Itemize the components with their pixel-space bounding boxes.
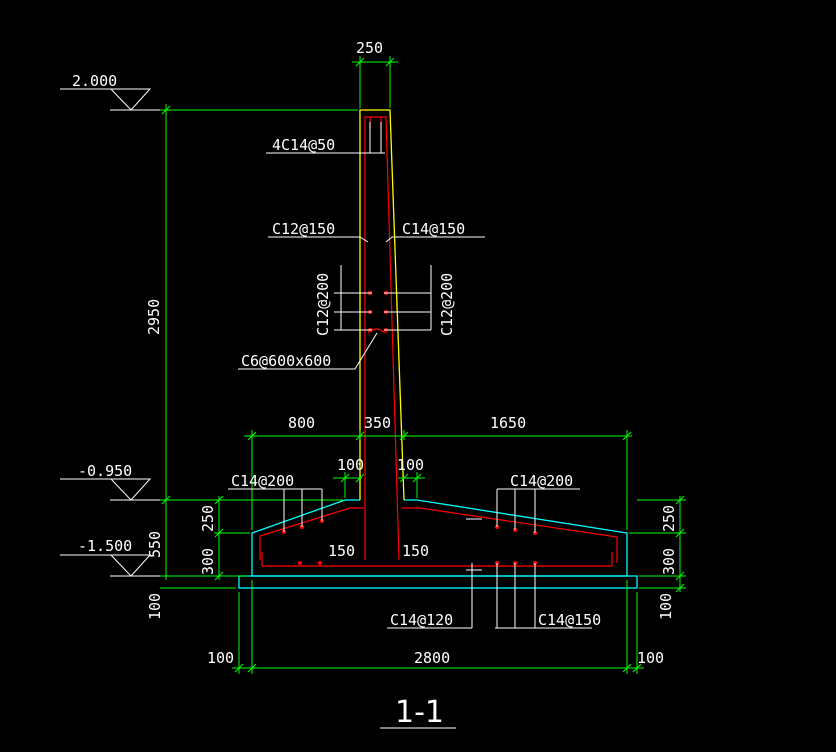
dim-cover-right: 100 bbox=[637, 649, 664, 667]
section-title: 1-1 bbox=[395, 695, 444, 730]
dim-inner-left: 150 bbox=[328, 542, 355, 560]
dim-base-total-left: 550 bbox=[146, 531, 164, 558]
dim-base-lower-left: 300 bbox=[199, 548, 217, 575]
label-dist-right: C12@200 bbox=[438, 273, 456, 336]
dim-inner-right: 150 bbox=[402, 542, 429, 560]
dim-base-upper-left: 250 bbox=[199, 505, 217, 532]
elevation-markers bbox=[60, 88, 160, 577]
dimension-lines bbox=[160, 56, 686, 674]
wall-outline bbox=[359, 109, 405, 501]
dim-base-lower-right: 300 bbox=[660, 548, 678, 575]
label-bottom-right: C14@150 bbox=[538, 611, 601, 629]
leader-lines bbox=[228, 122, 592, 729]
elevation-top: 2.000 bbox=[72, 72, 117, 90]
dim-wall-base-width: 350 bbox=[364, 414, 391, 432]
base-outline bbox=[238, 499, 638, 589]
elevation-mid: -0.950 bbox=[78, 462, 132, 480]
dim-haunch-left: 100 bbox=[337, 456, 364, 474]
blinding-layer bbox=[238, 575, 638, 589]
label-ties: C6@600x600 bbox=[241, 352, 331, 370]
dim-cover-left: 100 bbox=[207, 649, 234, 667]
label-wall-right: C14@150 bbox=[402, 220, 465, 238]
dim-base-upper-right: 250 bbox=[660, 505, 678, 532]
dim-wall-height: 2950 bbox=[145, 299, 163, 335]
rebar-cage bbox=[259, 116, 618, 567]
dim-footing-width: 2800 bbox=[414, 649, 450, 667]
label-wall-left: C12@150 bbox=[272, 220, 335, 238]
label-heel-top: C14@200 bbox=[510, 472, 573, 490]
labels: 250 2.000 -0.950 -1.500 4C14@50 C12@150 … bbox=[72, 39, 678, 730]
dim-haunch-right: 100 bbox=[397, 456, 424, 474]
elevation-bottom: -1.500 bbox=[78, 537, 132, 555]
dim-blinding-left: 100 bbox=[146, 593, 164, 620]
dim-heel-width: 1650 bbox=[490, 414, 526, 432]
dim-blinding-right: 100 bbox=[657, 593, 675, 620]
label-top-bars: 4C14@50 bbox=[272, 136, 335, 154]
label-dist-left: C12@200 bbox=[314, 273, 332, 336]
label-bottom-left: C14@120 bbox=[390, 611, 453, 629]
dim-toe-width: 800 bbox=[288, 414, 315, 432]
dim-wall-top-width: 250 bbox=[356, 39, 383, 57]
label-toe-top: C14@200 bbox=[231, 472, 294, 490]
